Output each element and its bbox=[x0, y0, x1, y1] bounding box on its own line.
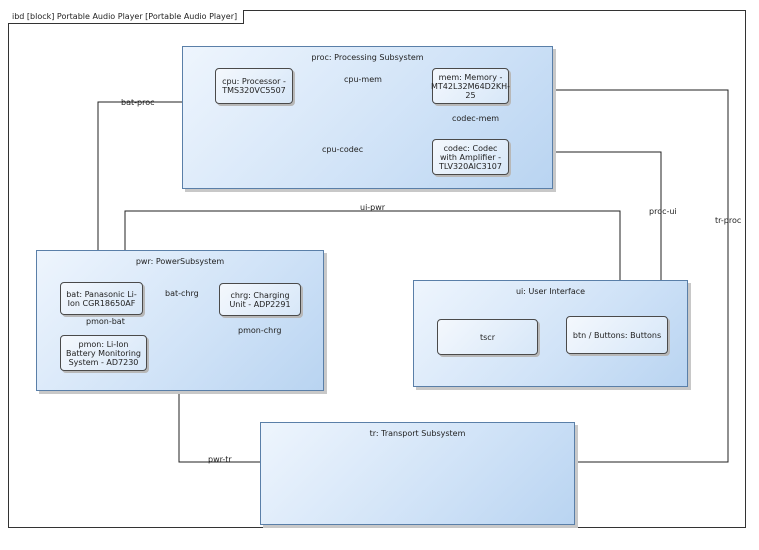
part-title: tr: Transport Subsystem bbox=[369, 429, 466, 438]
subpart-battery-monitor[interactable]: pmon: Li-Ion Battery Monitoring System -… bbox=[60, 335, 147, 371]
part-title: pwr: PowerSubsystem bbox=[135, 257, 225, 266]
connector-label-ui-pwr: ui-pwr bbox=[360, 203, 386, 212]
connector-label-pmon-bat: pmon-bat bbox=[86, 317, 125, 326]
connector-label-proc-ui: proc-ui bbox=[649, 207, 677, 216]
part-transport-subsystem[interactable]: tr: Transport Subsystem bbox=[260, 422, 575, 525]
connector-label-pwr-tr: pwr-tr bbox=[208, 455, 232, 464]
connector-proc-ui[interactable] bbox=[553, 151, 662, 280]
subpart-touchscreen[interactable]: tscr bbox=[437, 319, 538, 355]
subpart-memory[interactable]: mem: Memory - MT42L32M64D2KH-25 bbox=[431, 68, 510, 104]
connector-label-codec-mem: codec-mem bbox=[452, 114, 500, 123]
subpart-codec[interactable]: codec: Codec with Amplifier - TLV320AIC3… bbox=[432, 139, 509, 175]
subpart-buttons[interactable]: btn / Buttons: Buttons bbox=[566, 316, 668, 354]
connector-label-cpu-codec: cpu-codec bbox=[322, 145, 364, 154]
frame-title: ibd [block] Portable Audio Player [Porta… bbox=[8, 10, 245, 24]
subpart-battery[interactable]: bat: Panasonic Li-Ion CGR18650AF bbox=[60, 282, 143, 315]
diagram-frame bbox=[8, 10, 746, 528]
connector-label-tr-proc: tr-proc bbox=[715, 216, 742, 225]
connector-label-bat-chrg: bat-chrg bbox=[165, 289, 199, 298]
connector-ui-pwr[interactable] bbox=[124, 210, 621, 316]
connector-label-pmon-chrg: pmon-chrg bbox=[238, 326, 282, 335]
connector-label-cpu-mem: cpu-mem bbox=[344, 75, 382, 84]
part-title: proc: Processing Subsystem bbox=[311, 53, 424, 62]
connector-pwr-tr[interactable] bbox=[178, 391, 260, 463]
part-title: ui: User Interface bbox=[515, 287, 586, 296]
subpart-cpu[interactable]: cpu: Processor - TMS320VC5507 bbox=[215, 68, 293, 104]
connector-label-bat-proc: bat-proc bbox=[121, 98, 155, 107]
connector-bat-proc[interactable] bbox=[97, 101, 182, 287]
subpart-charging-unit[interactable]: chrg: Charging Unit - ADP2291 bbox=[219, 283, 301, 316]
connector-tr-proc[interactable] bbox=[553, 89, 729, 463]
